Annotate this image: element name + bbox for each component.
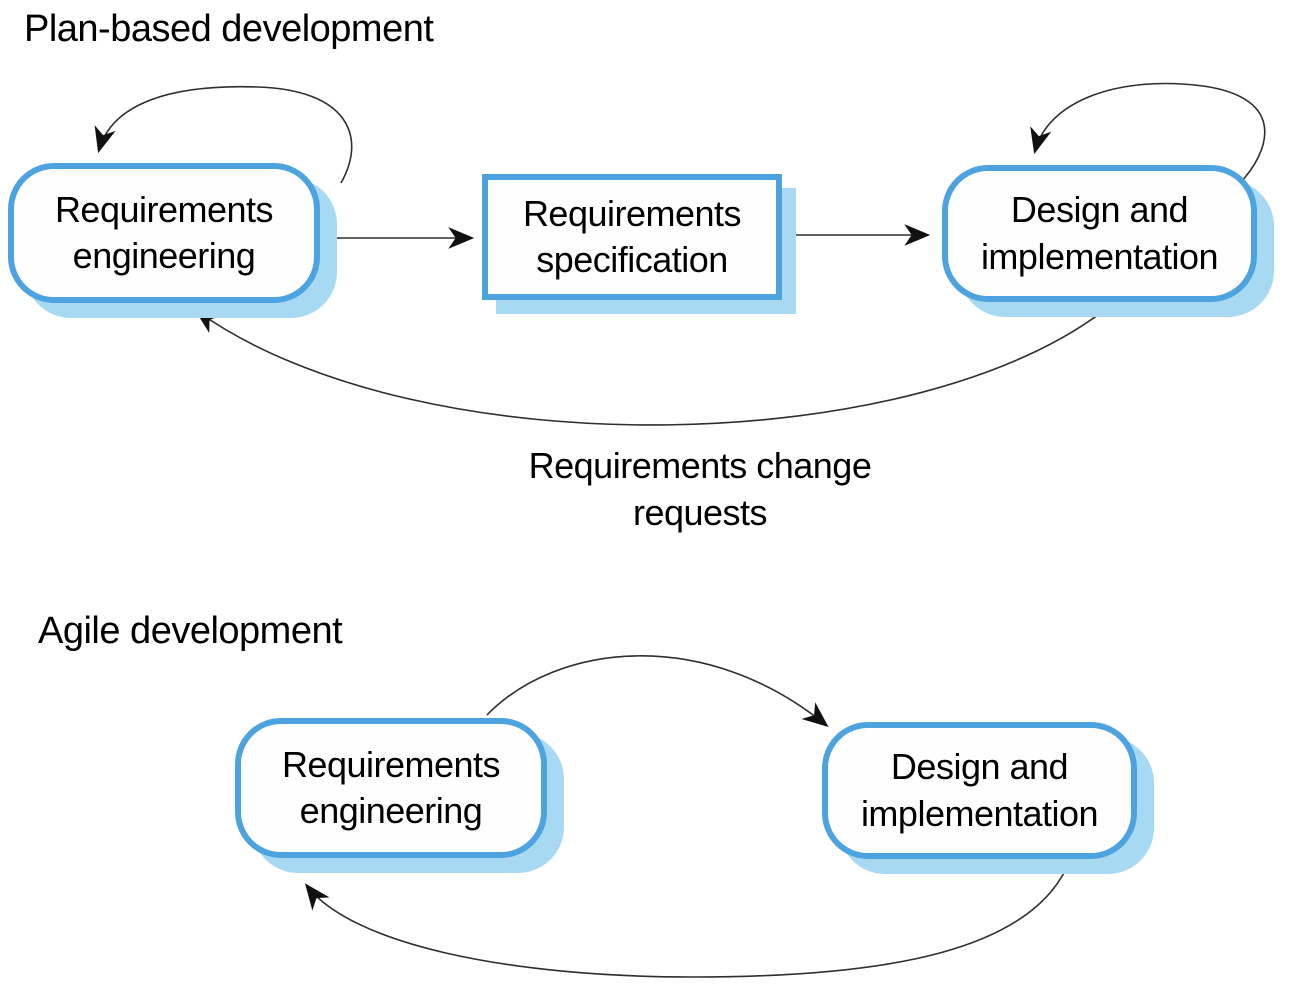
node-label-line: specification <box>536 239 728 280</box>
node-label-line: implementation <box>980 235 1219 277</box>
plan-node-requirements-engineering: Requirements engineering <box>8 163 337 318</box>
flow-label-line: Requirements change <box>528 445 872 486</box>
plan-section-title: Plan-based development <box>24 8 434 50</box>
agile-section-title: Agile development <box>38 610 343 652</box>
plan-change-requests-feedback-arrow <box>194 303 1113 426</box>
node-label-line: implementation <box>860 792 1099 834</box>
node-label-line: Requirements <box>54 188 274 230</box>
plan-node-design-implementation: Design and implementation <box>942 165 1274 317</box>
agile-requirements-to-design-arrow <box>486 655 829 728</box>
plan-node-requirements-specification: Requirements specification <box>482 174 796 314</box>
agile-design-to-requirements-arrow <box>305 859 1071 978</box>
node-label-line: Requirements <box>281 743 501 785</box>
agile-node-requirements-engineering: Requirements engineering <box>235 718 564 873</box>
node-label-line: engineering <box>72 235 256 276</box>
node-label-line: Requirements <box>522 192 742 234</box>
node-label-line: Design and <box>1010 189 1189 231</box>
node-face: Requirements engineering <box>235 718 547 858</box>
node-face: Requirements engineering <box>8 163 320 303</box>
node-label-line: engineering <box>299 790 483 831</box>
requirements-change-requests-label: Requirements change requests <box>430 443 970 537</box>
node-face: Design and implementation <box>942 165 1257 302</box>
flow-label-line: requests <box>632 491 768 533</box>
node-face: Requirements specification <box>482 174 782 300</box>
node-label-line: Design and <box>890 746 1069 788</box>
agile-node-design-implementation: Design and implementation <box>822 722 1154 874</box>
node-face: Design and implementation <box>822 722 1137 859</box>
